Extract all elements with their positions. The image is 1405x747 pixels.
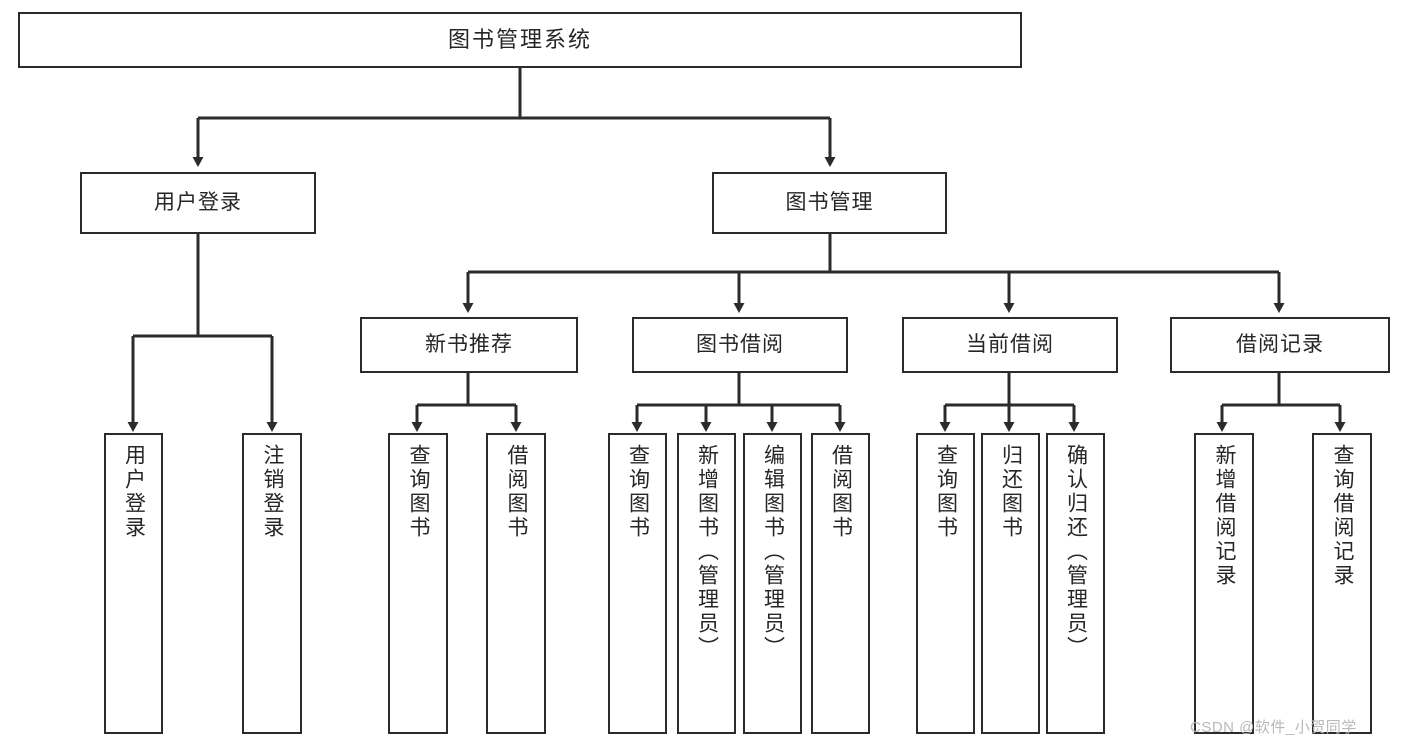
leaf-current-query-book[interactable]: 查询图书 (916, 433, 975, 734)
leaf-current-return-book[interactable]: 归还图书 (981, 433, 1040, 734)
leaf-borrow-query-book[interactable]: 查询图书 (608, 433, 667, 734)
leaf-borrow-edit-book-admin[interactable]: 编辑图书（管理员） (743, 433, 802, 734)
node-book-management-label: 图书管理 (785, 190, 874, 214)
node-book-borrow[interactable]: 图书借阅 (632, 317, 848, 373)
leaf-label: 查询图书 (934, 444, 958, 540)
leaf-label: 借阅图书 (505, 444, 529, 540)
watermark-text: CSDN @软件_小贺同学 (1190, 719, 1357, 736)
leaf-label: 借阅图书 (829, 444, 853, 540)
leaf-label: 新增图书（管理员） (695, 444, 719, 660)
leaf-new-book-borrow[interactable]: 借阅图书 (486, 433, 546, 734)
leaf-label: 注销登录 (261, 444, 285, 540)
leaf-user-login-signout[interactable]: 注销登录 (242, 433, 302, 734)
leaf-borrow-add-book-admin[interactable]: 新增图书（管理员） (677, 433, 736, 734)
leaf-borrow-borrow-book[interactable]: 借阅图书 (811, 433, 870, 734)
node-borrow-record[interactable]: 借阅记录 (1170, 317, 1390, 373)
node-book-borrow-label: 图书借阅 (696, 332, 784, 356)
node-new-book-recommend[interactable]: 新书推荐 (360, 317, 578, 373)
node-borrow-record-label: 借阅记录 (1236, 332, 1324, 356)
node-new-book-recommend-label: 新书推荐 (425, 332, 513, 356)
leaf-user-login-signin[interactable]: 用户登录 (104, 433, 163, 734)
leaf-label: 查询借阅记录 (1331, 444, 1355, 588)
node-user-login[interactable]: 用户登录 (80, 172, 316, 234)
leaf-label: 用户登录 (122, 444, 146, 540)
leaf-label: 查询图书 (407, 444, 431, 540)
leaf-label: 确认归还（管理员） (1064, 444, 1088, 660)
node-root[interactable]: 图书管理系统 (18, 12, 1022, 68)
leaf-label: 查询图书 (626, 444, 650, 540)
node-book-management[interactable]: 图书管理 (712, 172, 947, 234)
node-current-borrow[interactable]: 当前借阅 (902, 317, 1118, 373)
leaf-record-add[interactable]: 新增借阅记录 (1194, 433, 1254, 734)
leaf-current-confirm-return-admin[interactable]: 确认归还（管理员） (1046, 433, 1105, 734)
leaf-record-query[interactable]: 查询借阅记录 (1312, 433, 1372, 734)
leaf-label: 归还图书 (999, 444, 1023, 540)
leaf-label: 编辑图书（管理员） (761, 444, 785, 660)
node-user-login-label: 用户登录 (154, 190, 242, 214)
leaf-new-book-query[interactable]: 查询图书 (388, 433, 448, 734)
node-current-borrow-label: 当前借阅 (966, 332, 1054, 356)
node-root-label: 图书管理系统 (447, 27, 592, 53)
leaf-label: 新增借阅记录 (1213, 444, 1237, 588)
